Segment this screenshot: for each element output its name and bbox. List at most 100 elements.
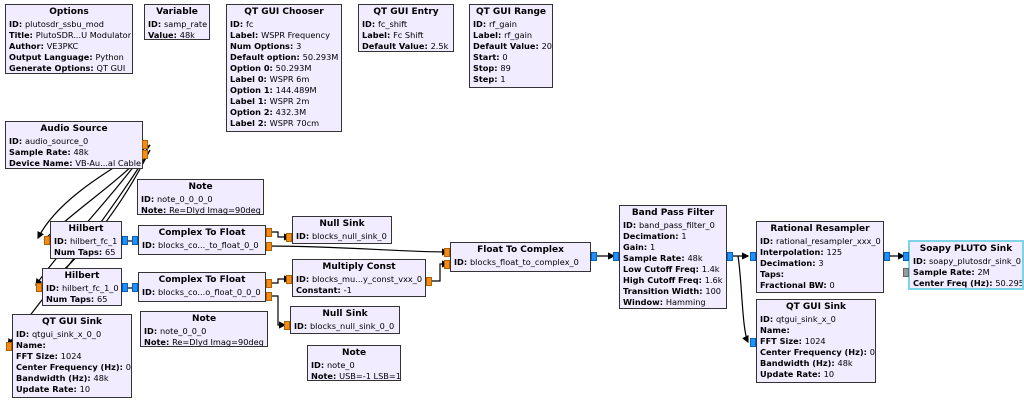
block-property: ID: audio_source_0 — [9, 136, 89, 146]
block-property: Option 2: 432.3M — [230, 107, 307, 117]
block-property: Output Language: Python — [9, 52, 124, 62]
block-property: Note: Re=Dlyd Imag=90deg — [141, 205, 261, 215]
band-pass-filter-block[interactable]: Band Pass Filter ID: band_pass_filter_0 … — [619, 205, 727, 309]
hilbert1-in-port[interactable] — [44, 236, 50, 245]
block-property: ID: fc_shift — [362, 19, 408, 29]
block-property: Default Value: 2.5k — [362, 41, 449, 51]
block-property: Step: 1 — [473, 74, 506, 84]
multconst-in-port[interactable] — [286, 275, 292, 284]
note-block-2[interactable]: Note ID: note_0_0_0 Note: Re=Dlyd Imag=9… — [140, 311, 268, 347]
block-title: Rational Resampler — [770, 224, 870, 234]
block-property: Low Cutoff Freq: 1.4k — [623, 264, 720, 274]
hilbert2-out-port[interactable] — [122, 283, 128, 292]
hilbert-block-2[interactable]: Hilbert ID: hilbert_fc_1_0 Num Taps: 65 — [42, 268, 122, 306]
block-property: Bandwidth (Hz): 48k — [16, 373, 109, 383]
variable-block[interactable]: Variable ID: samp_rate Value: 48k — [144, 4, 210, 40]
block-property: ID: blocks_co..._to_float_0_0 — [142, 240, 259, 250]
block-title: Options — [49, 7, 89, 17]
block-property: Num Taps: 65 — [54, 247, 116, 257]
ctf1-out-im-port[interactable] — [266, 242, 272, 251]
block-property: ID: qtgui_sink_x_0 — [760, 314, 836, 324]
qt-gui-sink-block-1[interactable]: QT GUI Sink ID: qtgui_sink_x_0_0 Name: F… — [12, 314, 132, 398]
qtsink1-in-port[interactable] — [6, 342, 12, 351]
ctf2-out-im-port[interactable] — [266, 292, 272, 301]
block-property: Default Value: 20 — [473, 41, 552, 51]
block-property: ID: soapy_plutosdr_sink_0 — [913, 256, 1021, 266]
block-property: Sample Rate: 48k — [623, 253, 703, 263]
block-title: QT GUI Entry — [373, 7, 439, 17]
block-property: Sample Rate: 2M — [913, 267, 990, 277]
block-property: ID: hilbert_fc_1 — [54, 236, 118, 246]
float-to-complex-block[interactable]: Float To Complex ID: blocks_float_to_com… — [450, 242, 591, 272]
block-property: ID: hilbert_fc_1_0 — [46, 283, 119, 293]
note-block-3[interactable]: Note ID: note_0 Note: USB=-1 LSB=1 — [307, 345, 401, 381]
block-property: ID: blocks_mu...y_const_vxx_0 — [296, 274, 423, 284]
qt-gui-chooser-block[interactable]: QT GUI Chooser ID: fc Label: WSPR Freque… — [226, 4, 342, 132]
block-property: Note: USB=-1 LSB=1 — [311, 371, 401, 381]
block-property: ID: blocks_null_sink_0 — [296, 231, 387, 241]
wire-bpf-to-qtsink2 — [737, 255, 749, 344]
qtsink2-in-port[interactable] — [750, 338, 756, 347]
multconst-out-port[interactable] — [426, 277, 432, 286]
ctf1-in-port[interactable] — [132, 236, 138, 245]
block-title: Band Pass Filter — [631, 208, 715, 218]
block-property: Bandwidth (Hz): 48k — [760, 358, 853, 368]
hilbert2-in-port[interactable] — [36, 283, 42, 292]
block-title: Audio Source — [40, 124, 108, 134]
block-property: Sample Rate: 48k — [9, 147, 89, 157]
audio-source-block[interactable]: Audio Source ID: audio_source_0 Sample R… — [5, 121, 143, 169]
block-property: Label: rf_gain — [473, 30, 533, 40]
wire-ctf1-to-ftc — [267, 245, 450, 256]
complex-to-float-block-2[interactable]: Complex To Float ID: blocks_co...o_float… — [138, 272, 266, 302]
ftc-in-im-port[interactable] — [444, 260, 450, 269]
options-block[interactable]: Options ID: plutosdr_ssbu_mod Title: Plu… — [5, 4, 133, 74]
note-block-1[interactable]: Note ID: note_0_0_0_0 Note: Re=Dlyd Imag… — [137, 179, 264, 215]
block-property: Option 0: 50.293M — [230, 63, 312, 73]
block-title: Note — [188, 182, 213, 192]
ftc-in-re-port[interactable] — [444, 248, 450, 257]
nullsink2-in-port[interactable] — [284, 321, 290, 330]
block-property: Label 0: WSPR 6m — [230, 74, 310, 84]
bpf-out-port[interactable] — [727, 252, 733, 261]
qt-gui-range-block[interactable]: QT GUI Range ID: rf_gain Label: rf_gain … — [469, 4, 553, 88]
block-property: FFT Size: 1024 — [760, 336, 826, 346]
null-sink-block-2[interactable]: Null Sink ID: blocks_null_sink_0_0 — [290, 306, 400, 334]
ctf2-in-port[interactable] — [132, 283, 138, 292]
block-title: Variable — [156, 7, 198, 17]
block-property: Start: 0 — [473, 52, 508, 62]
block-property: FFT Size: 1024 — [16, 351, 82, 361]
block-title: QT GUI Chooser — [244, 7, 324, 17]
block-title: Note — [341, 348, 367, 358]
block-property: Taps: — [760, 269, 785, 279]
block-property: ID: blocks_float_to_complex_0 — [454, 257, 579, 267]
block-property: Decimation: 1 — [623, 231, 687, 241]
block-property: Transition Width: 100 — [623, 286, 721, 296]
multiply-const-block[interactable]: Multiply Const ID: blocks_mu...y_const_v… — [292, 259, 426, 297]
block-property: Center Freq (Hz): 50.295 — [913, 278, 1024, 288]
hilbert1-out-port[interactable] — [122, 236, 128, 245]
ctf2-out-re-port[interactable] — [266, 279, 272, 288]
qt-gui-entry-block[interactable]: QT GUI Entry ID: fc_shift Label: Fc Shif… — [358, 4, 454, 52]
block-property: Note: Re=Dlyd Imag=90deg — [144, 337, 264, 347]
audio-source-out-port[interactable] — [142, 140, 148, 149]
soapy-in-port[interactable] — [903, 252, 909, 261]
ctf1-out-re-port[interactable] — [266, 228, 272, 237]
resampler-out-port[interactable] — [884, 252, 890, 261]
rational-resampler-block[interactable]: Rational Resampler ID: rational_resample… — [756, 221, 884, 293]
null-sink-block-1[interactable]: Null Sink ID: blocks_null_sink_0 — [292, 216, 392, 244]
nullsink1-in-port[interactable] — [286, 233, 292, 242]
ftc-out-port[interactable] — [591, 252, 597, 261]
block-title: Multiply Const — [322, 262, 396, 272]
hilbert-block-1[interactable]: Hilbert ID: hilbert_fc_1 Num Taps: 65 — [50, 221, 122, 259]
block-title: Complex To Float — [158, 228, 246, 238]
bpf-in-port[interactable] — [613, 252, 619, 261]
complex-to-float-block-1[interactable]: Complex To Float ID: blocks_co..._to_flo… — [138, 225, 266, 255]
block-property: Gain: 1 — [623, 242, 656, 252]
audio-source-out-port-2[interactable] — [142, 150, 148, 159]
soapy-in-port-2[interactable] — [903, 268, 909, 277]
block-property: Decimation: 3 — [760, 258, 824, 268]
qt-gui-sink-block-2[interactable]: QT GUI Sink ID: qtgui_sink_x_0 Name: FFT… — [756, 299, 876, 383]
resampler-in-port[interactable] — [750, 252, 756, 261]
block-property: Fractional BW: 0 — [760, 280, 835, 290]
soapy-pluto-sink-block[interactable]: Soapy PLUTO Sink ID: soapy_plutosdr_sink… — [908, 240, 1024, 290]
